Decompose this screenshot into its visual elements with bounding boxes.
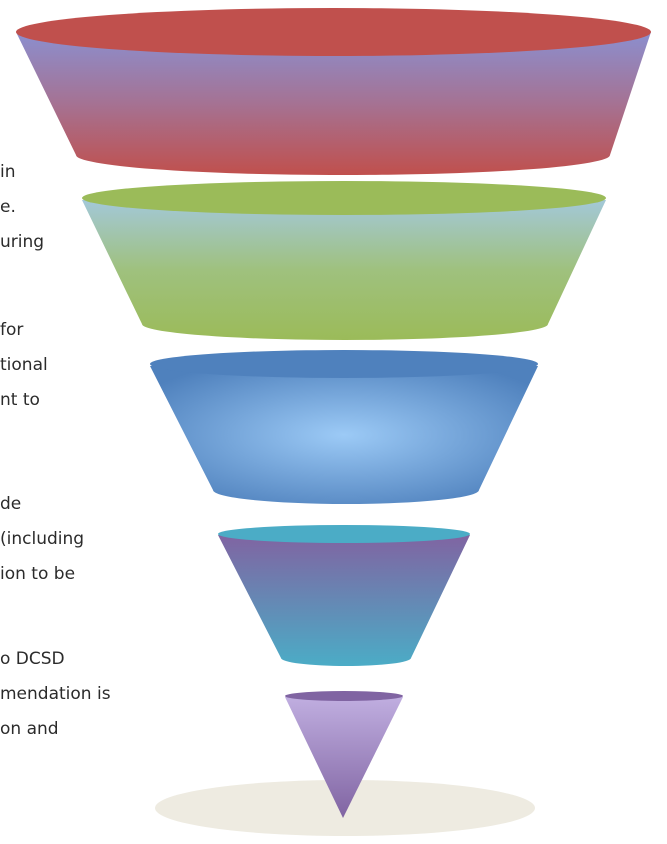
text-line: o DCSD <box>0 649 65 669</box>
funnel-level-2-top <box>82 181 606 215</box>
text-line: on and <box>0 719 59 739</box>
funnel-level-2-body <box>82 200 606 340</box>
text-line: for <box>0 320 24 340</box>
text-block-1: in e. uring <box>0 155 44 260</box>
text-line: nt to <box>0 390 40 410</box>
funnel-level-3 <box>150 350 538 504</box>
funnel-level-4-body <box>218 535 470 666</box>
funnel-level-5 <box>285 691 403 818</box>
text-block-2: for tional nt to <box>0 313 48 418</box>
funnel-level-2 <box>82 181 606 340</box>
text-block-4: o DCSD mendation is on and <box>0 642 111 747</box>
funnel-level-5-body <box>285 697 403 818</box>
text-block-3: de (including ion to be <box>0 487 84 592</box>
text-line: de <box>0 494 22 514</box>
funnel-level-3-top <box>150 350 538 378</box>
funnel-level-4-top <box>218 525 470 543</box>
text-line: uring <box>0 232 45 252</box>
funnel-level-3-body <box>150 366 538 504</box>
text-line: (including <box>0 529 85 549</box>
text-line: mendation is <box>0 684 111 704</box>
funnel-level-1-body <box>16 32 651 175</box>
text-line: ion to be <box>0 564 76 584</box>
funnel-level-4 <box>218 525 470 666</box>
funnel-level-5-top <box>285 691 403 701</box>
funnel-level-1-top <box>16 8 651 56</box>
text-line: tional <box>0 355 48 375</box>
funnel-level-1 <box>16 8 651 175</box>
text-line: in <box>0 162 16 182</box>
text-line: e. <box>0 197 16 217</box>
